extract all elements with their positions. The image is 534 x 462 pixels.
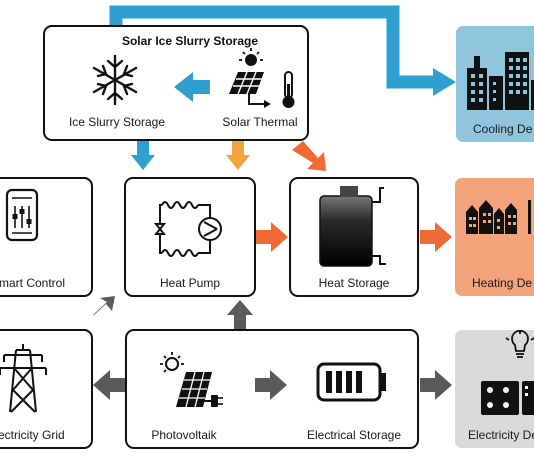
ice-to-heat-pump-arrow (131, 141, 155, 170)
electricity-grid-label: ectricity Grid (0, 428, 65, 442)
electricity-grid-box (0, 329, 93, 449)
heat-pump-box (124, 177, 256, 297)
pylon-icon (0, 344, 47, 413)
photovoltaik-icon (160, 352, 223, 408)
pv-to-grid-arrow (93, 370, 125, 400)
solar-to-ice-arrow (174, 72, 210, 102)
solar-thermal-icon (229, 48, 271, 108)
battery-icon (316, 362, 386, 402)
grid-to-heat-pump-arrow (93, 296, 115, 316)
thermometer-icon (282, 71, 295, 108)
smart-control-label: mart Control (0, 276, 65, 290)
electricity-demand-label: Electricity De (468, 428, 534, 442)
solar-thermal-label: Solar Thermal (222, 115, 297, 129)
solar-to-heat-storage-arrow (292, 141, 326, 171)
pv-to-electrical-storage-arrow (255, 370, 287, 400)
cooling-supply-arrowhead (433, 68, 456, 96)
heat-pump-icon (153, 201, 222, 257)
lightbulb-icon (505, 329, 534, 358)
appliance-icon (481, 381, 534, 415)
pv-to-heat-pump-arrow (227, 300, 253, 330)
photovoltaik-label: Photovoltaik (151, 428, 217, 442)
storage-group-title: Solar Ice Slurry Storage (122, 34, 258, 48)
cooling-demand-label: Cooling De (473, 122, 533, 136)
snowflake-icon (92, 54, 138, 106)
smartphone-icon (5, 188, 39, 242)
heating-demand-label: Heating De (472, 276, 532, 290)
cooling-supply-pipe (109, 5, 436, 89)
heat-pump-to-storage-arrow (256, 222, 288, 252)
ice-slurry-storage-label: Ice Slurry Storage (69, 115, 165, 129)
heat-storage-label: Heat Storage (319, 276, 390, 290)
electrical-storage-label: Electrical Storage (307, 428, 401, 442)
storage-to-electricity-demand-arrow (420, 370, 452, 400)
storage-to-heating-arrow (420, 222, 452, 252)
tank-icon (319, 186, 386, 267)
solar-ice-slurry-storage-box (43, 25, 309, 141)
solar-to-heat-pump-arrow (226, 141, 250, 170)
heat-pump-label: Heat Pump (160, 276, 220, 290)
